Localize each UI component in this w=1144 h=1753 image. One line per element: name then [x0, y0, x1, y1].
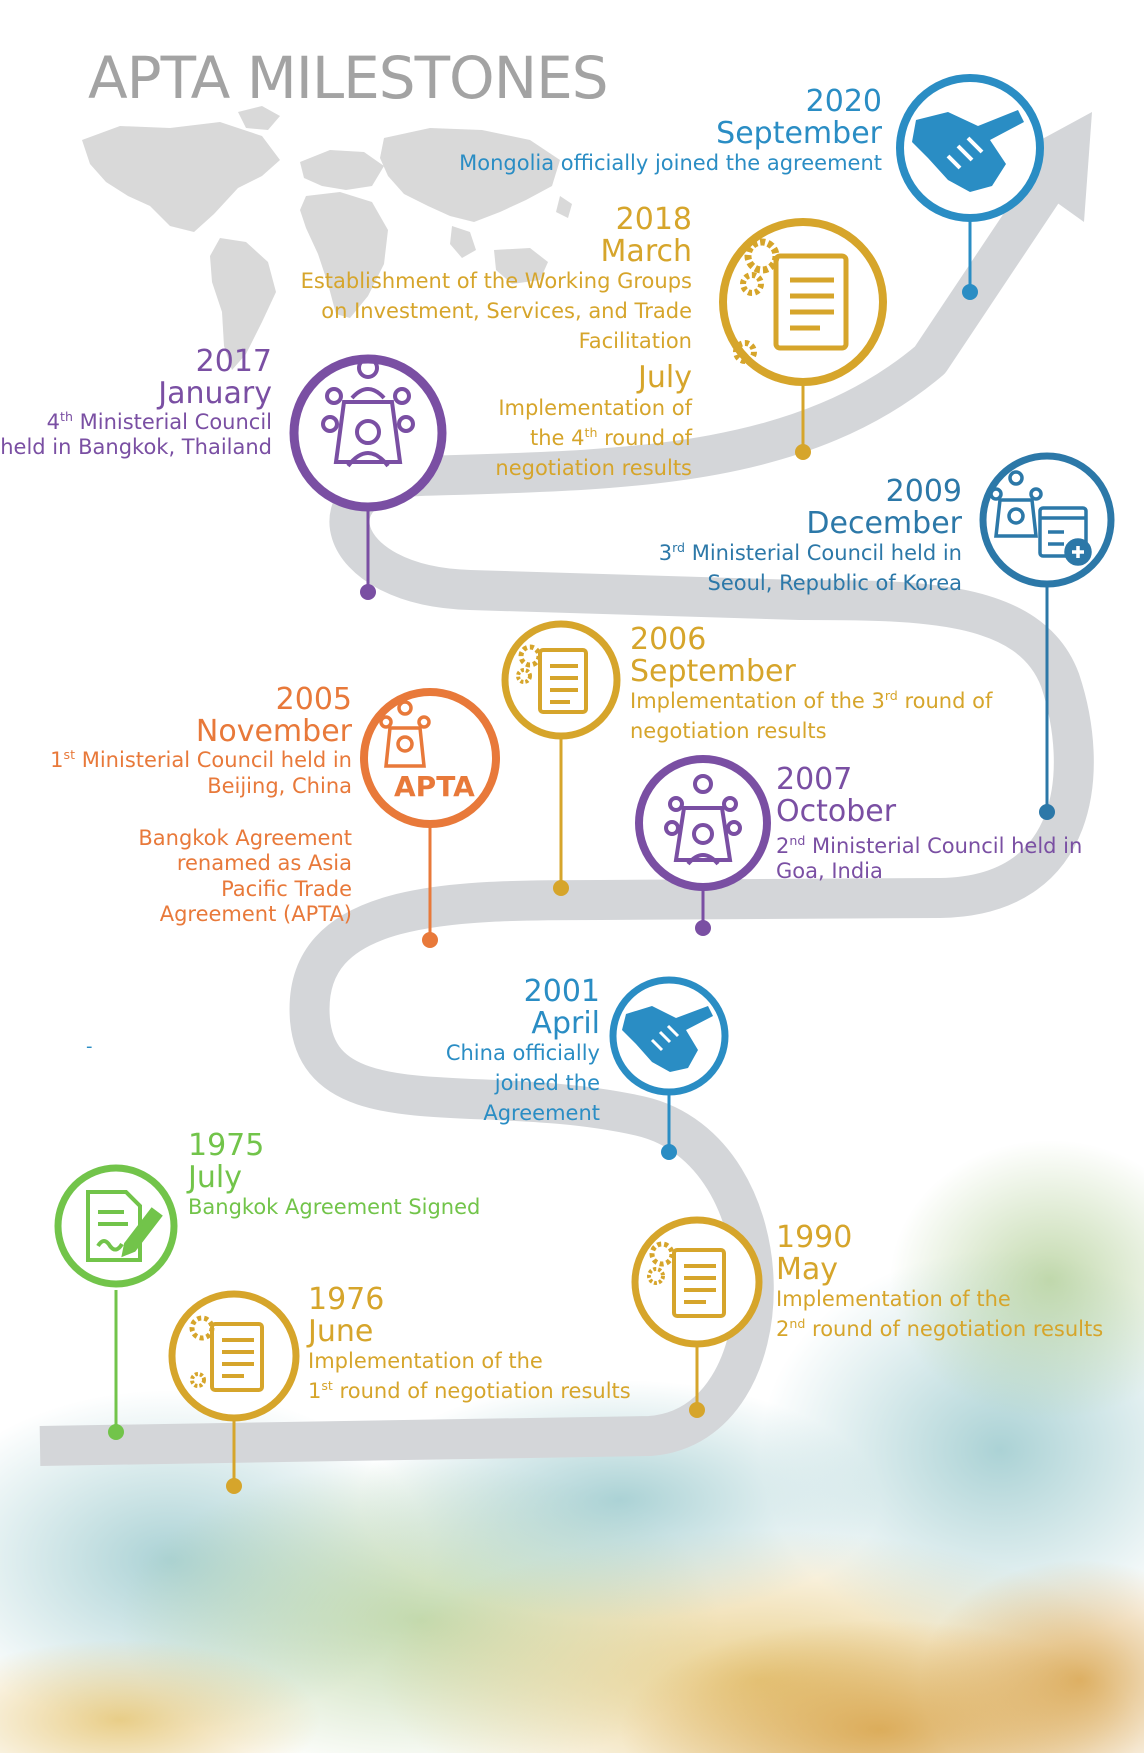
milestone-text: China officially joined the Agreement	[445, 1041, 600, 1125]
milestone-text: Implementation of the 1st round of negot…	[308, 1349, 631, 1403]
milestone-month: November	[195, 713, 352, 749]
milestone-sub-text: Implementation of the 4th round of negot…	[495, 395, 692, 480]
milestone-year: 2006	[630, 622, 707, 657]
watercolor-wash	[0, 1140, 1144, 1753]
milestone-2009: 2009 December 3rd Ministerial Council he…	[542, 476, 962, 599]
milestone-2020-icon	[896, 74, 1044, 222]
milestone-month: September	[716, 115, 882, 151]
milestone-year: 2007	[776, 762, 853, 797]
milestone-year: 2001	[523, 974, 600, 1009]
milestone-2001-icon	[609, 976, 729, 1096]
milestone-month: January	[158, 375, 272, 411]
milestone-1990: 1990 May Implementation of the 2nd round…	[776, 1222, 1116, 1345]
milestone-text: 2nd Ministerial Council held in Goa, Ind…	[776, 833, 1083, 884]
milestone-month: July	[188, 1159, 242, 1195]
page-title: APTA MILESTONES	[88, 44, 609, 112]
milestone-text: Establishment of the Working Groups on I…	[300, 269, 692, 353]
milestone-year: 2018	[615, 202, 692, 237]
milestone-month: April	[531, 1005, 600, 1041]
milestone-text: Implementation of the 2nd round of negot…	[776, 1287, 1104, 1341]
milestone-year: 2017	[195, 344, 272, 379]
world-map	[82, 106, 572, 370]
milestone-text: 1st Ministerial Council held in Beijing,…	[50, 747, 352, 799]
milestone-text: Implementation of the 3rd round of negot…	[630, 688, 993, 743]
milestone-month: October	[776, 793, 897, 829]
milestone-month: June	[308, 1313, 374, 1349]
milestone-stems	[108, 220, 1055, 1494]
milestone-2007: 2007 October 2nd Ministerial Council hel…	[776, 764, 1106, 884]
milestone-2005: 2005 November 1st Ministerial Council he…	[32, 684, 352, 928]
milestone-2018-icon	[719, 218, 887, 386]
milestone-sub-month: July	[638, 360, 692, 396]
document-gears-icon	[733, 238, 849, 364]
milestone-2018: 2018 March Establishment of the Working …	[272, 204, 692, 483]
milestone-2007-icon	[635, 755, 771, 891]
milestone-2017-icon	[289, 354, 447, 512]
handshake-icon	[912, 110, 1024, 192]
signing-document-icon	[86, 1190, 163, 1262]
milestone-2017: 2017 January 4th Ministerial Council hel…	[0, 346, 272, 460]
milestone-year: 1990	[776, 1220, 853, 1255]
milestone-text: 3rd Ministerial Council held in Seoul, R…	[658, 540, 962, 595]
milestone-year: 1975	[188, 1128, 265, 1163]
milestone-2020: 2020 September Mongolia officially joine…	[362, 86, 882, 179]
meeting-icon	[664, 774, 742, 866]
meeting-icon	[379, 700, 431, 768]
milestone-month: March	[600, 233, 692, 269]
apta-badge: APTA	[394, 770, 475, 803]
milestone-2006-icon	[501, 620, 621, 740]
milestone-1976: 1976 June Implementation of the 1st roun…	[308, 1284, 648, 1407]
milestone-year: 2020	[805, 84, 882, 119]
document-gears-icon	[647, 1241, 726, 1318]
milestone-2005-icon	[360, 688, 500, 828]
milestone-1975: 1975 July Bangkok Agreement Signed	[188, 1130, 528, 1223]
stray-mark: -	[86, 1036, 93, 1057]
meeting-icon	[321, 357, 415, 468]
milestone-month: May	[776, 1251, 839, 1287]
milestone-text: Mongolia officially joined the agreement	[459, 151, 882, 175]
milestone-year: 1976	[308, 1282, 385, 1317]
milestone-month: December	[806, 505, 962, 541]
handshake-icon	[622, 1006, 713, 1072]
milestone-2001: 2001 April China officially joined the A…	[340, 976, 600, 1128]
document-gears-icon	[189, 1315, 264, 1392]
milestone-year: 2005	[275, 682, 352, 717]
milestone-2009-icon	[979, 452, 1115, 588]
milestone-text: Bangkok Agreement Signed	[188, 1195, 481, 1219]
document-gears-icon	[516, 644, 588, 714]
milestone-extra-text: Bangkok Agreement renamed as Asia Pacifi…	[138, 825, 352, 927]
milestone-month: September	[630, 653, 796, 689]
milestone-year: 2009	[885, 474, 962, 509]
milestone-2006: 2006 September Implementation of the 3rd…	[630, 624, 1030, 747]
milestone-1976-icon	[168, 1290, 300, 1422]
milestone-1990-icon	[631, 1216, 763, 1348]
milestone-1975-icon	[54, 1164, 178, 1288]
milestone-text: 4th Ministerial Council held in Bangkok,…	[0, 409, 272, 460]
meeting-add-icon	[989, 470, 1092, 566]
